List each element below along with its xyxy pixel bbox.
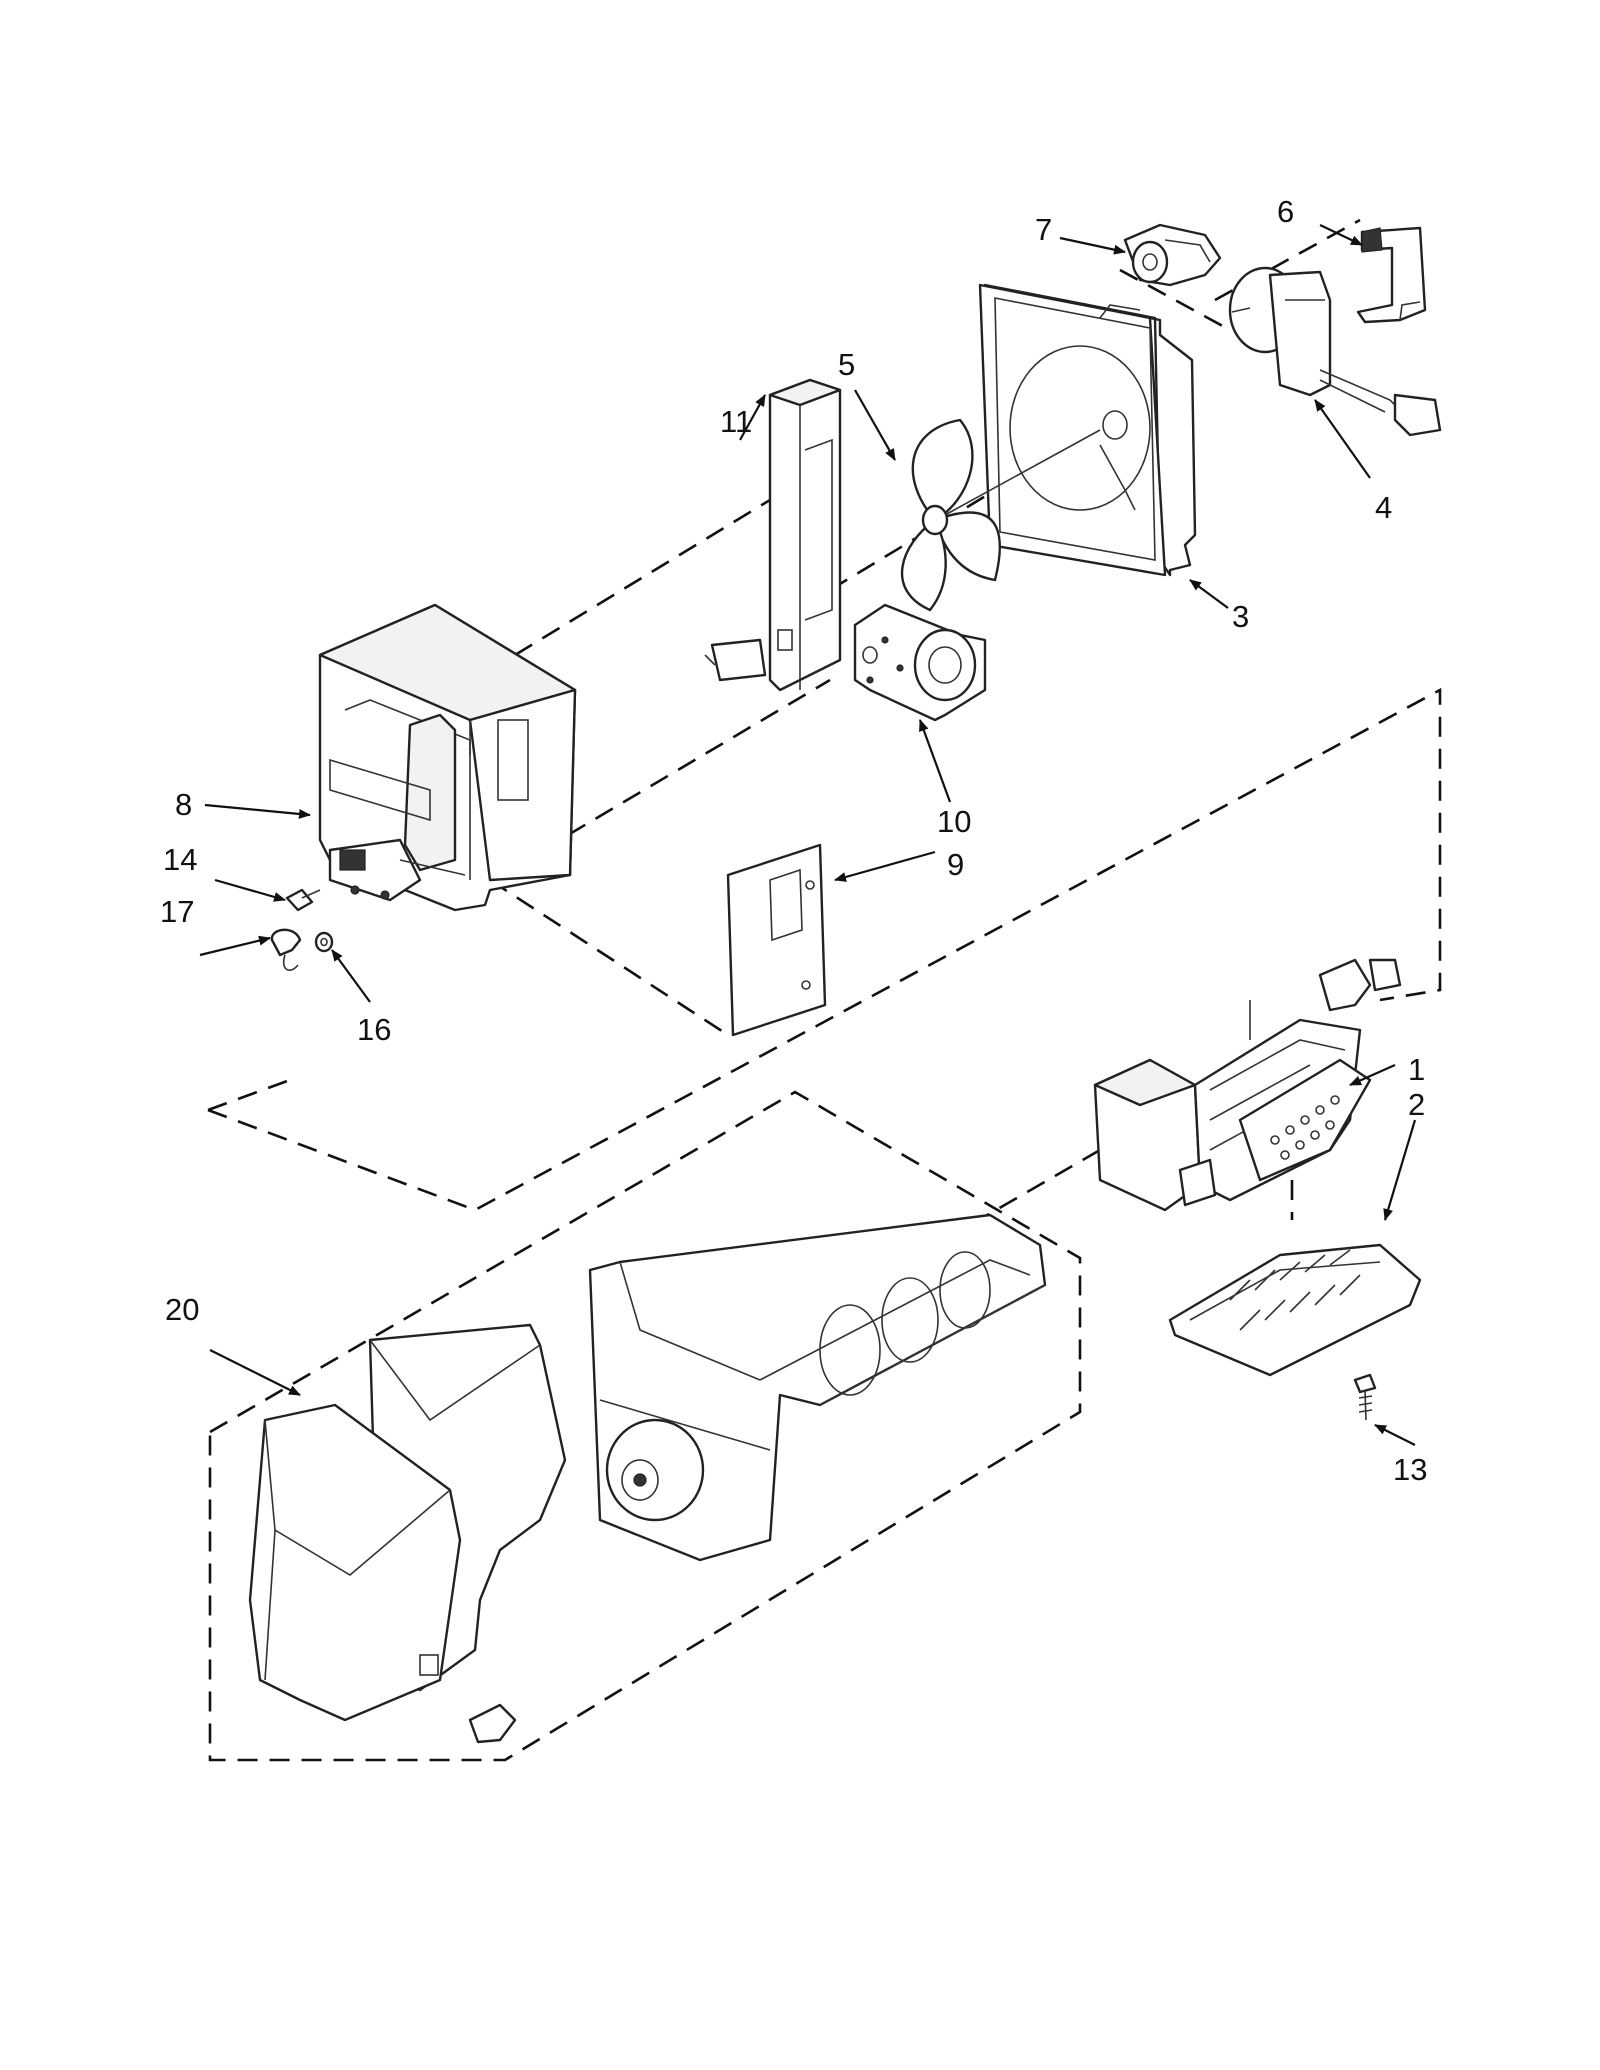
- callout-20: 20: [165, 1292, 199, 1327]
- front-plate-part: [978, 283, 1197, 577]
- ice-bin-assembly-part: [248, 1213, 1047, 1744]
- callout-labels: 1 2 3 4 5 6 7 8 9 10 11 13 14 16 17 20: [160, 194, 1427, 1487]
- shaft-gear-part: [1123, 223, 1222, 287]
- fan-blade-part: [900, 418, 1101, 612]
- callout-16: 16: [357, 1012, 391, 1047]
- screw-13-part: [1353, 1373, 1377, 1421]
- callout-9: 9: [947, 847, 964, 882]
- callout-10: 10: [937, 804, 971, 839]
- mounting-bracket-part: [1356, 226, 1427, 324]
- control-module-part: [704, 378, 842, 692]
- callout-8: 8: [175, 787, 192, 822]
- callout-4: 4: [1375, 490, 1392, 525]
- screw-14-part: [285, 888, 321, 912]
- ice-maker-part: [1093, 958, 1402, 1212]
- clip-17-part: [270, 928, 302, 971]
- fan-motor-part: [1228, 266, 1442, 437]
- dispenser-housing-part: [318, 603, 577, 912]
- assembly-dashed-lines: [207, 218, 1442, 1762]
- callout-11: 11: [720, 404, 752, 439]
- leader-lines: [199, 224, 1417, 1446]
- callout-5: 5: [838, 347, 855, 382]
- callout-7: 7: [1035, 212, 1052, 247]
- washer-16-part: [314, 931, 334, 953]
- callout-6: 6: [1277, 194, 1294, 229]
- callout-3: 3: [1232, 599, 1249, 634]
- callout-13: 13: [1393, 1452, 1427, 1487]
- cover-plate-part: [726, 843, 827, 1037]
- callout-2: 2: [1408, 1087, 1425, 1122]
- callout-14: 14: [163, 842, 197, 877]
- ejector-tray-part: [1168, 1243, 1422, 1377]
- callout-17: 17: [160, 894, 194, 929]
- callout-1: 1: [1408, 1052, 1425, 1087]
- auger-motor-part: [853, 603, 987, 722]
